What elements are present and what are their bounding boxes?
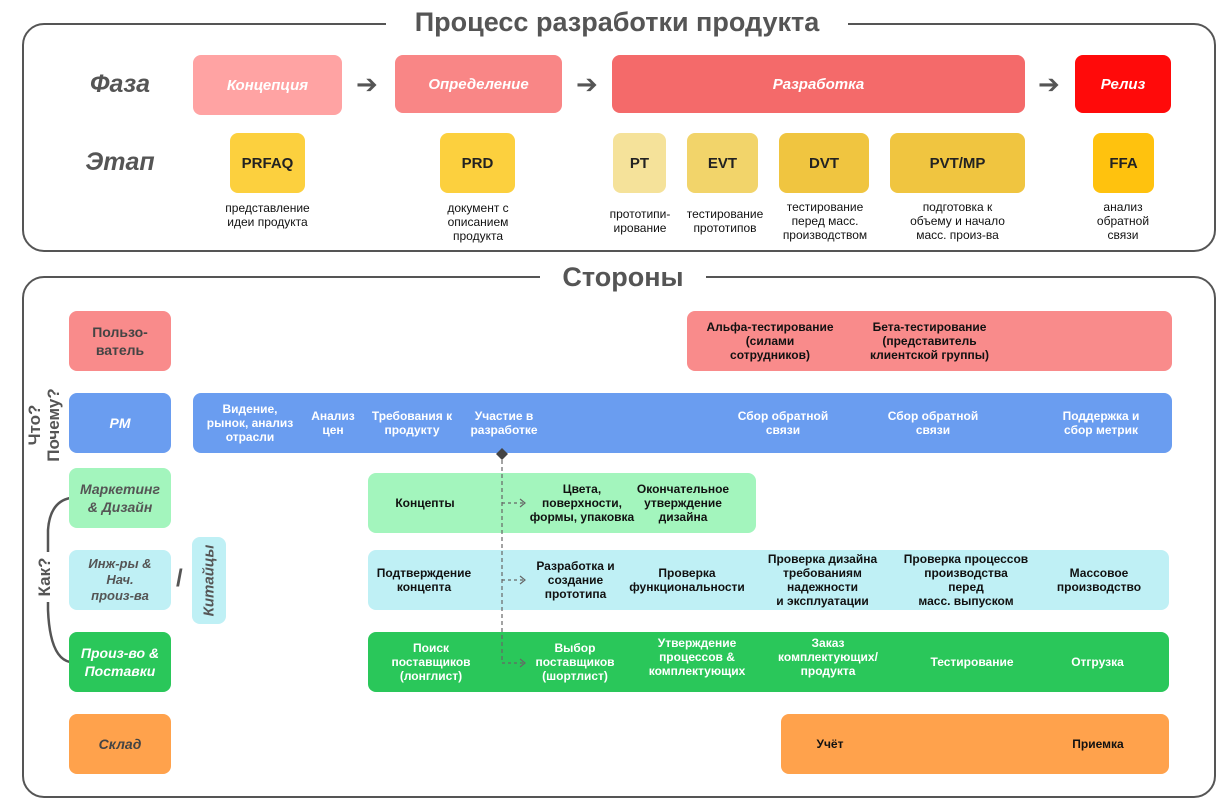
pm-band	[193, 393, 1172, 453]
marketing-task: Окончательное утверждение дизайна	[636, 482, 730, 524]
stage-dvt: DVT	[779, 133, 869, 193]
engineering-task: Разработка и создание прототипа	[536, 559, 615, 601]
engineering-task: Проверка функциональности	[629, 566, 745, 594]
phase-label: Фаза	[89, 70, 151, 98]
pm-task: Сбор обратной связи	[737, 409, 829, 437]
phase-concept: Концепция	[193, 55, 342, 115]
user-task: Альфа-тестирование (силами сотрудников)	[706, 320, 834, 362]
arrow-right-icon: ➔	[1038, 69, 1060, 99]
production-task: Выбор поставщиков (шортлист)	[535, 641, 615, 683]
production-task: Утверждение процессов & комплектующих	[648, 636, 746, 678]
party-user: Пользо- ватель	[69, 311, 171, 371]
phase-development: Разработка	[612, 55, 1025, 113]
stage-ffa: FFA	[1093, 133, 1154, 193]
process-title: Процесс разработки продукта	[386, 5, 848, 39]
engineering-task: Подтверждение концепта	[376, 566, 472, 594]
stage-pvt-mp-caption: подготовка к объему и начало масс. произ…	[910, 200, 1005, 242]
pm-task: Поддержка и сбор метрик	[1062, 409, 1140, 437]
user-band	[687, 311, 1172, 371]
pm-task: Видение, рынок, анализ отрасли	[206, 402, 294, 444]
stage-label: Этап	[85, 148, 155, 176]
stage-pt-caption: прототипи- ирование	[609, 207, 671, 235]
stage-prfaq-caption: представление идеи продукта	[225, 201, 310, 229]
chinese-label: Китайцы	[200, 544, 218, 617]
how-bracket	[46, 496, 71, 664]
party-pm: PM	[69, 393, 171, 453]
stage-evt: EVT	[687, 133, 758, 193]
warehouse-task: Учёт	[816, 737, 844, 751]
pm-task: Участие в разработке	[470, 409, 538, 437]
party-warehouse: Склад	[69, 714, 171, 774]
stage-prfaq: PRFAQ	[230, 133, 305, 193]
party-production: Произ-во & Поставки	[69, 632, 171, 692]
chinese-box	[192, 537, 226, 624]
slash-separator: /	[176, 565, 183, 592]
party-marketing: Маркетинг & Дизайн	[69, 468, 171, 528]
arrow-right-icon: ➔	[576, 69, 598, 99]
warehouse-task: Приемка	[1072, 737, 1124, 751]
engineering-task: Проверка дизайна требованиям надежности …	[767, 552, 878, 608]
stage-pt: PT	[613, 133, 666, 193]
stage-prd-caption: документ с описанием продукта	[447, 201, 509, 243]
production-task: Отгрузка	[1071, 655, 1124, 669]
stage-prd: PRD	[440, 133, 515, 193]
sides-title: Стороны	[540, 260, 706, 294]
stage-evt-caption: тестирование прототипов	[686, 207, 764, 235]
production-task: Поиск поставщиков (лонглист)	[391, 641, 471, 683]
pm-task: Требования к продукту	[371, 409, 453, 437]
marketing-task: Цвета, поверхности, формы, упаковка	[529, 482, 635, 524]
phase-definition: Определение	[395, 55, 562, 113]
stage-pvt-mp: PVT/MP	[890, 133, 1025, 193]
participation-connector	[496, 448, 526, 668]
how-label: Как?	[35, 557, 54, 597]
stage-dvt-caption: тестирование перед масс. производством	[782, 200, 868, 242]
what-why-label: Что? Почему?	[25, 388, 63, 462]
how-label-bg	[35, 552, 59, 602]
production-task: Заказ комплектующих/ продукта	[778, 636, 878, 678]
user-task: Бета-тестирование (представитель клиентс…	[870, 320, 989, 362]
engineering-task: Проверка процессов производства перед ма…	[903, 552, 1029, 608]
marketing-task: Концепты	[395, 496, 455, 510]
marketing-band	[368, 473, 756, 533]
party-engineers: Инж-ры & Нач. произ-ва	[69, 550, 171, 610]
pm-task: Анализ цен	[311, 409, 355, 437]
warehouse-band	[781, 714, 1169, 774]
pm-task: Сбор обратной связи	[887, 409, 979, 437]
engineering-task: Массовое производство	[1056, 566, 1142, 594]
arrow-right-icon: ➔	[356, 69, 378, 99]
phase-release: Релиз	[1075, 55, 1171, 113]
production-task: Тестирование	[930, 655, 1014, 669]
stage-ffa-caption: анализ обратной связи	[1096, 200, 1150, 242]
